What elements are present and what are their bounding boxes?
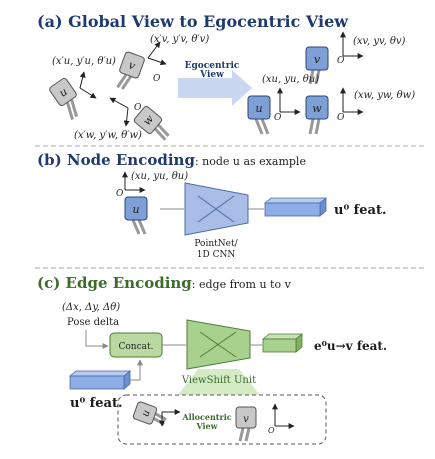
pose-delta-label: Pose delta [67, 317, 119, 328]
encoder-label-1: PointNet/ [194, 239, 238, 249]
section-b-title-rest: : node u as example [195, 155, 306, 168]
ego-pose-u: (xu, yu, θu) [262, 74, 319, 85]
global-origin-w: O [134, 103, 142, 113]
node-b-origin: O [116, 189, 124, 199]
viewshift-funnel [178, 369, 260, 395]
ego-node-u: u [247, 95, 271, 135]
egocentric-label-2: View [199, 70, 224, 80]
global-v-axis-1 [147, 41, 161, 59]
section-b-title-bold: (b) Node Encoding [37, 151, 195, 169]
global-node-v: v [116, 51, 145, 90]
ego-node-w-letter: w [312, 102, 322, 115]
section-a-title: (a) Global View to Egocentric View [37, 12, 349, 31]
section-c-title: (c) Edge Encoding: edge from u to v [37, 274, 292, 292]
node-encoder [184, 182, 249, 236]
viewshift-box [117, 394, 327, 445]
allocentric-label-1: Allocentric [181, 412, 231, 422]
allo-node-u-letter: u [140, 409, 153, 419]
node-b-u-letter: u [132, 203, 139, 216]
global-u-axis-1 [79, 87, 97, 99]
ego-node-v: v [305, 46, 329, 85]
edge-feature-bar [261, 333, 304, 353]
section-c-title-bold: (c) Edge Encoding [37, 274, 192, 292]
egocentric-arrow [178, 70, 252, 106]
global-w-axis-1 [109, 97, 129, 109]
global-node-u: u [49, 77, 79, 120]
edge-encoder [186, 319, 251, 370]
ego-origin-u: O [274, 113, 282, 123]
node-feature-label: u⁰ feat. [334, 203, 387, 218]
edge-input-bar [68, 370, 132, 390]
ego-node-u-letter: u [255, 102, 262, 115]
global-pose-v: (x′v, y′v, θ′v) [150, 34, 209, 45]
node-b-pose: (xu, yu, θu) [131, 171, 188, 182]
global-node-v-letter: v [127, 58, 138, 73]
edge-input-label: u⁰ feat. [70, 396, 123, 411]
node-b-u: u [124, 196, 148, 235]
section-b-title: (b) Node Encoding: node u as example [37, 151, 306, 169]
global-pose-u: (x′u, y′u, θ′u) [52, 56, 116, 67]
allocentric-label-2: View [195, 421, 218, 431]
viewshift-label: ViewShift Unit [181, 375, 256, 386]
global-u-axis-2 [79, 71, 86, 89]
concat-label: Concat. [119, 342, 154, 352]
global-node-w: w [133, 105, 170, 141]
ego-origin-v: O [337, 56, 345, 66]
global-v-axis-2 [147, 57, 167, 66]
allo-node-v: v [235, 406, 257, 442]
allo-origin-v: O [268, 426, 275, 435]
allo-node-v-letter: v [243, 414, 249, 425]
node-feature-bar [263, 197, 328, 217]
encoder-label-2: 1D CNN [197, 250, 236, 260]
ego-origin-w: O [337, 113, 345, 123]
global-pose-w: (x′w, y′w, θ′w) [74, 130, 142, 141]
ego-pose-w: (xw, yw, θw) [354, 90, 415, 101]
allo-node-u: u [132, 401, 167, 426]
egocentric-label-1: Egocentric [185, 61, 240, 71]
edge-feature-label: e⁰u→v feat. [314, 339, 387, 353]
input-to-concat-arrow [130, 359, 143, 381]
ego-node-v-letter: v [314, 53, 321, 66]
global-origin-v: O [153, 74, 161, 84]
pose-delta-arrow [85, 330, 109, 349]
section-c-title-rest: : edge from u to v [192, 278, 292, 291]
ego-node-w: w [305, 95, 329, 135]
global-w-axis-2 [123, 107, 130, 127]
ego-pose-v: (xv, yv, θv) [353, 36, 406, 47]
pose-delta: (Δx, Δy, Δθ) [62, 302, 120, 313]
